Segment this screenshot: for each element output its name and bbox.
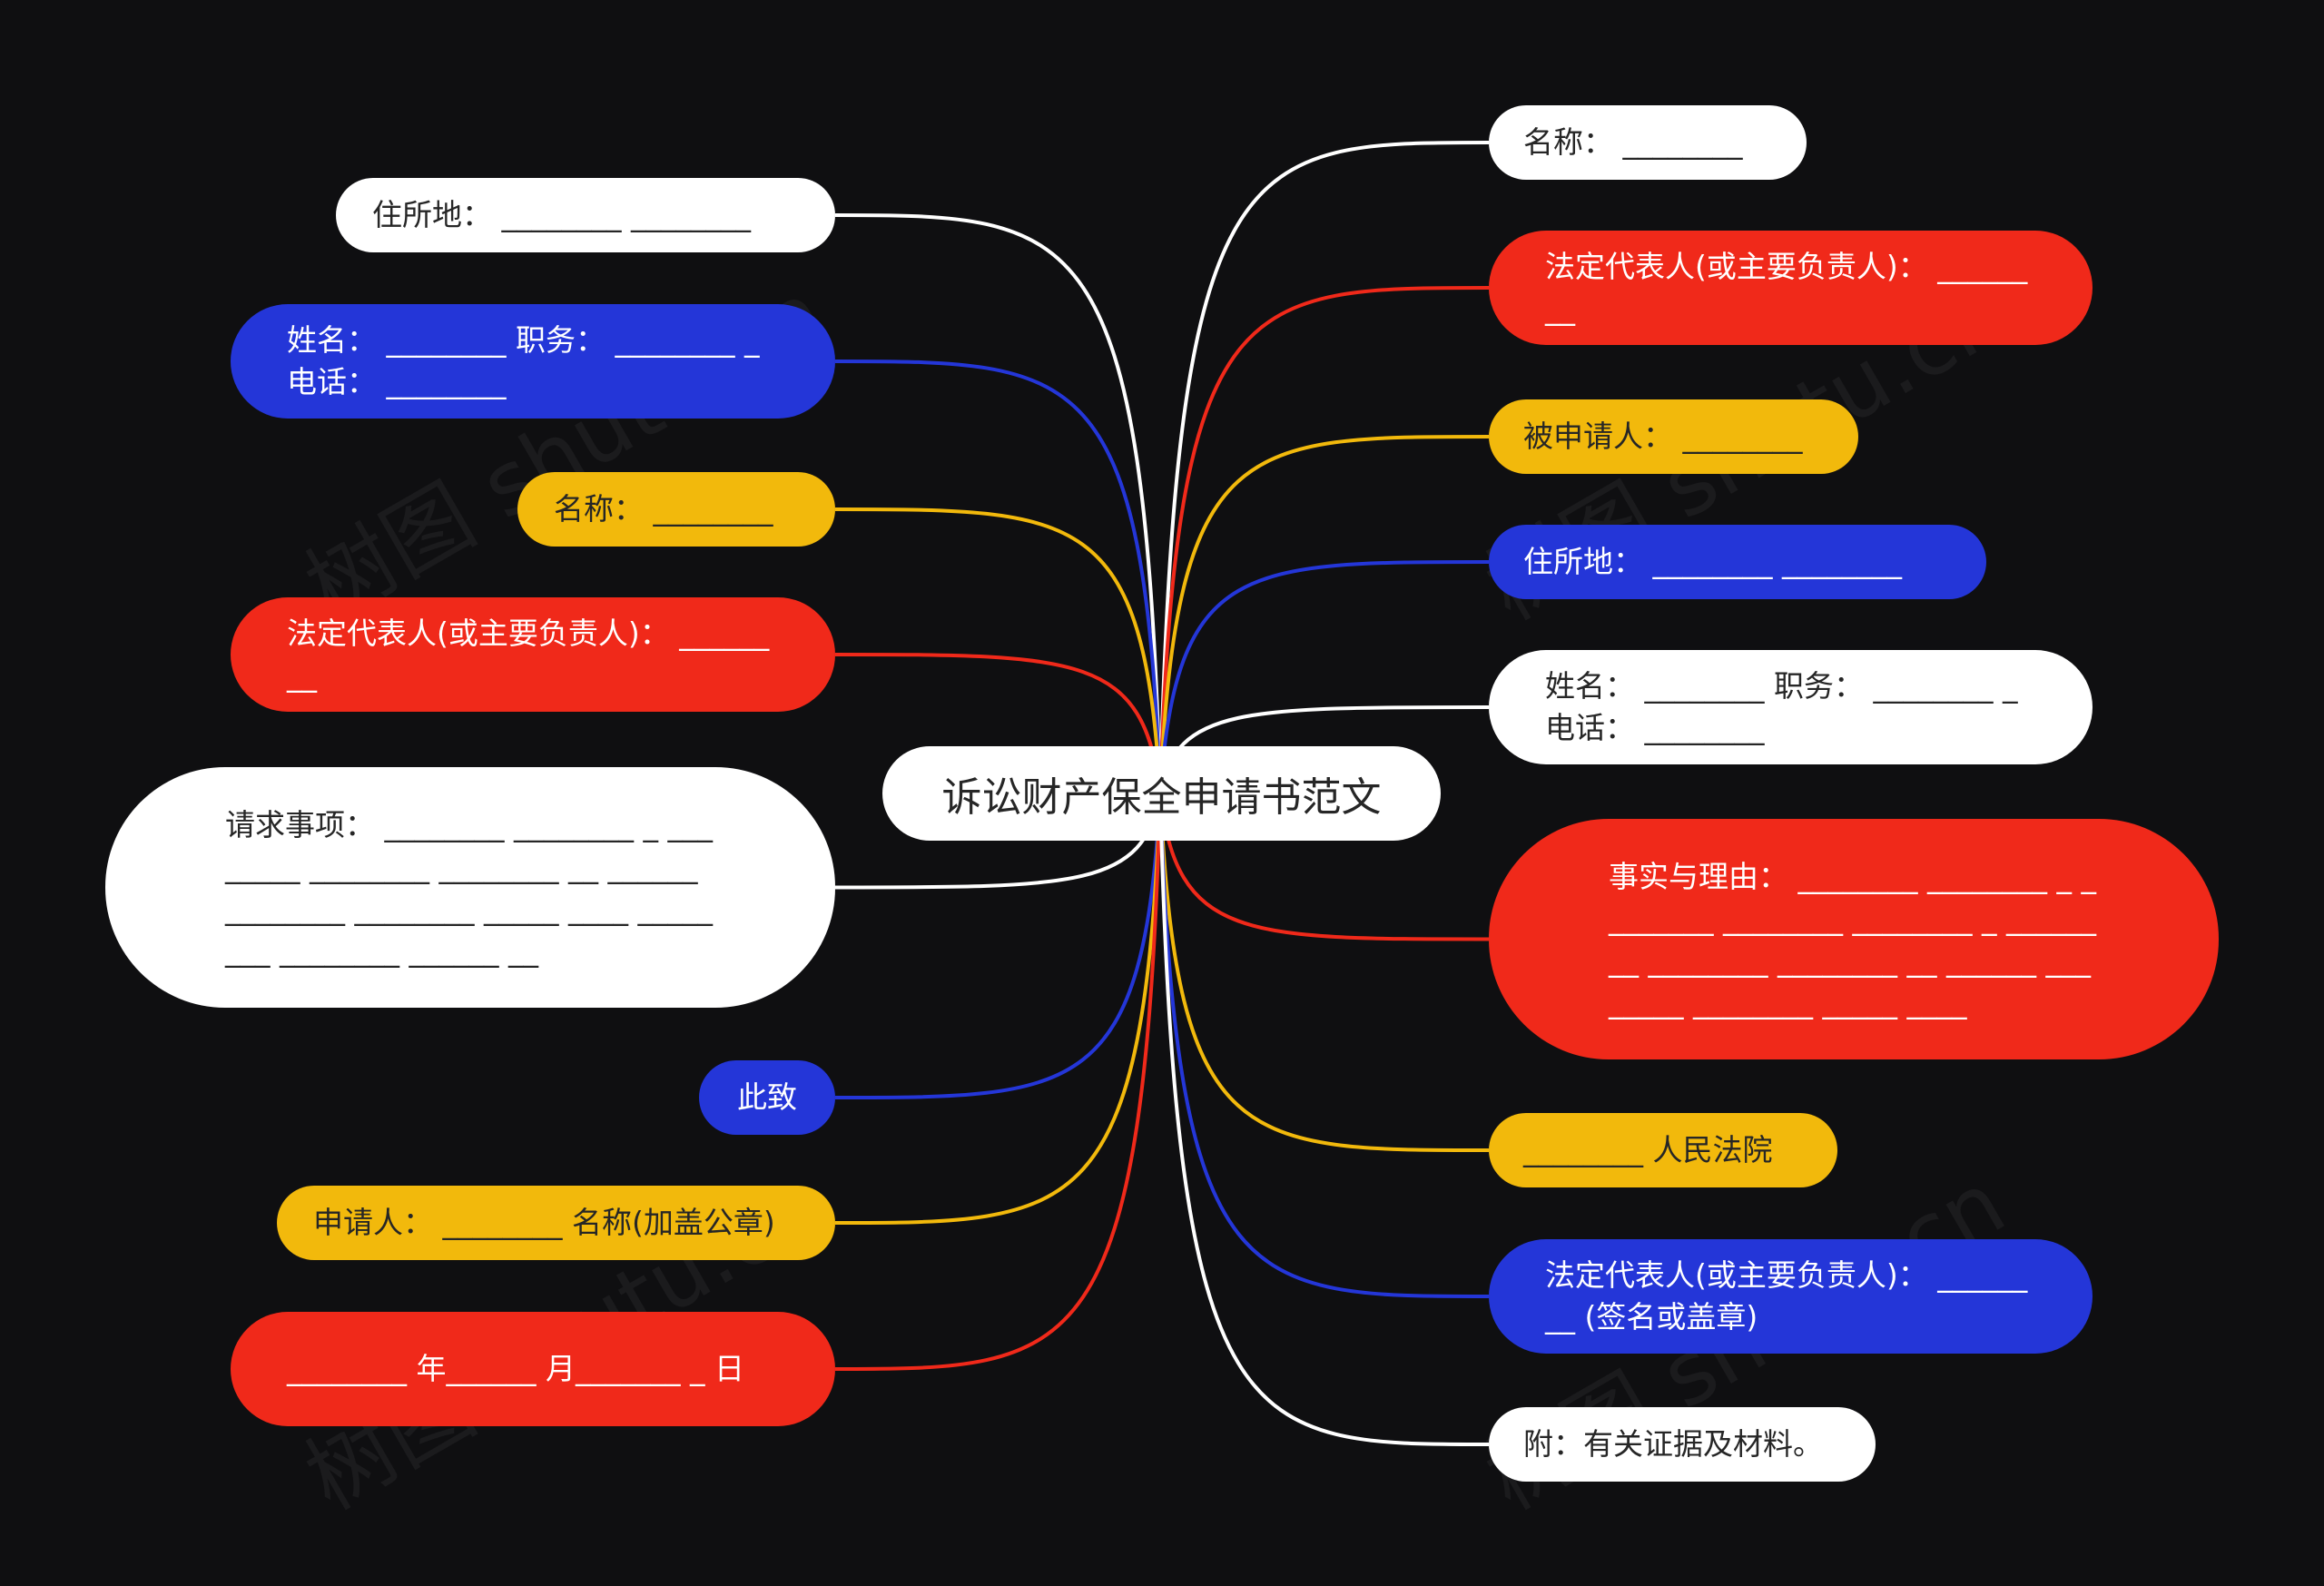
node-closing-salutation[interactable]: 此致 — [699, 1060, 835, 1135]
connector-l2 — [834, 360, 1162, 794]
node-label: 法定代表人(或主要负责人)： ________ — [287, 616, 770, 693]
node-label: 此致 — [737, 1079, 797, 1115]
node-court[interactable]: ________ 人民法院 — [1489, 1113, 1837, 1187]
node-respondent-contact[interactable]: 姓名： ________ 职务： ________ _电话： ________ — [1489, 650, 2093, 764]
node-label: 住所地： ________ ________ — [1523, 544, 1902, 579]
node-label: 住所地： ________ ________ — [372, 197, 751, 232]
connector-l4 — [834, 653, 1162, 794]
connector-l3 — [834, 507, 1162, 794]
connector-l7 — [834, 793, 1162, 1225]
node-respondent[interactable]: 被申请人： ________ — [1489, 399, 1858, 474]
connector-r9 — [1158, 793, 1490, 1446]
root-topic[interactable]: 诉讼财产保全申请书范文 — [882, 746, 1441, 841]
connector-r8 — [1158, 793, 1490, 1298]
connector-r2 — [1158, 286, 1490, 794]
connector-l6 — [834, 793, 1162, 1099]
node-respondent-address[interactable]: 住所地： ________ ________ — [1489, 525, 1986, 599]
node-respondent-legal-rep[interactable]: 法定代表人(或主要负责人)： ________ — [1489, 231, 2093, 345]
connector-r4 — [1158, 560, 1490, 794]
node-attachments[interactable]: 附：有关证据及材料。 — [1489, 1407, 1876, 1482]
node-label: ________ 人民法院 — [1523, 1132, 1773, 1167]
node-label: 法定代表人(或主要负责人)： ________ (签名或盖章) — [1545, 1257, 2028, 1335]
node-label: 请求事项： ________ ________ _ ________ _____… — [225, 806, 713, 968]
node-label: 名称： ________ — [1523, 124, 1743, 160]
node-respondent-name[interactable]: 名称： ________ — [1489, 105, 1807, 180]
connector-l1 — [834, 213, 1162, 794]
node-label: 被申请人： ________ — [1523, 419, 1803, 454]
node-label: 附：有关证据及材料。 — [1523, 1426, 1823, 1462]
node-label: 姓名： ________ 职务： ________ _电话： ________ — [287, 322, 760, 399]
node-label: 姓名： ________ 职务： ________ _电话： ________ — [1545, 668, 2018, 745]
node-applicant-address[interactable]: 住所地： ________ ________ — [336, 178, 835, 252]
node-date[interactable]: ________ 年______ 月_______ _ 日 — [231, 1312, 835, 1426]
connector-r7 — [1158, 793, 1490, 1152]
node-label: 申请人： ________ 名称(加盖公章) — [313, 1205, 775, 1240]
node-facts-and-reasons[interactable]: 事实与理由： ________ ________ _ ________ ____… — [1489, 819, 2219, 1059]
connector-r1 — [1158, 141, 1490, 794]
connector-r6 — [1158, 793, 1490, 941]
connector-l8 — [834, 793, 1162, 1371]
node-applicant-signature[interactable]: 申请人： ________ 名称(加盖公章) — [277, 1186, 835, 1260]
node-label: 法定代表人(或主要负责人)： ________ — [1545, 249, 2028, 326]
node-applicant-contact[interactable]: 姓名： ________ 职务： ________ _电话： ________ — [231, 304, 835, 419]
connector-r3 — [1158, 435, 1490, 794]
node-label: 名称： ________ — [554, 491, 773, 527]
node-label: 事实与理由： ________ ________ _ ________ ____… — [1609, 858, 2096, 1020]
node-label: ________ 年______ 月_______ _ 日 — [287, 1351, 744, 1386]
node-claims[interactable]: 请求事项： ________ ________ _ ________ _____… — [105, 767, 835, 1008]
root-topic-label: 诉讼财产保全申请书范文 — [941, 774, 1382, 821]
node-applicant-legal-rep[interactable]: 法定代表人(或主要负责人)： ________ — [231, 597, 835, 712]
node-applicant-name[interactable]: 名称： ________ — [517, 472, 835, 547]
node-respondent-rep-signature[interactable]: 法定代表人(或主要负责人)： ________ (签名或盖章) — [1489, 1239, 2093, 1354]
